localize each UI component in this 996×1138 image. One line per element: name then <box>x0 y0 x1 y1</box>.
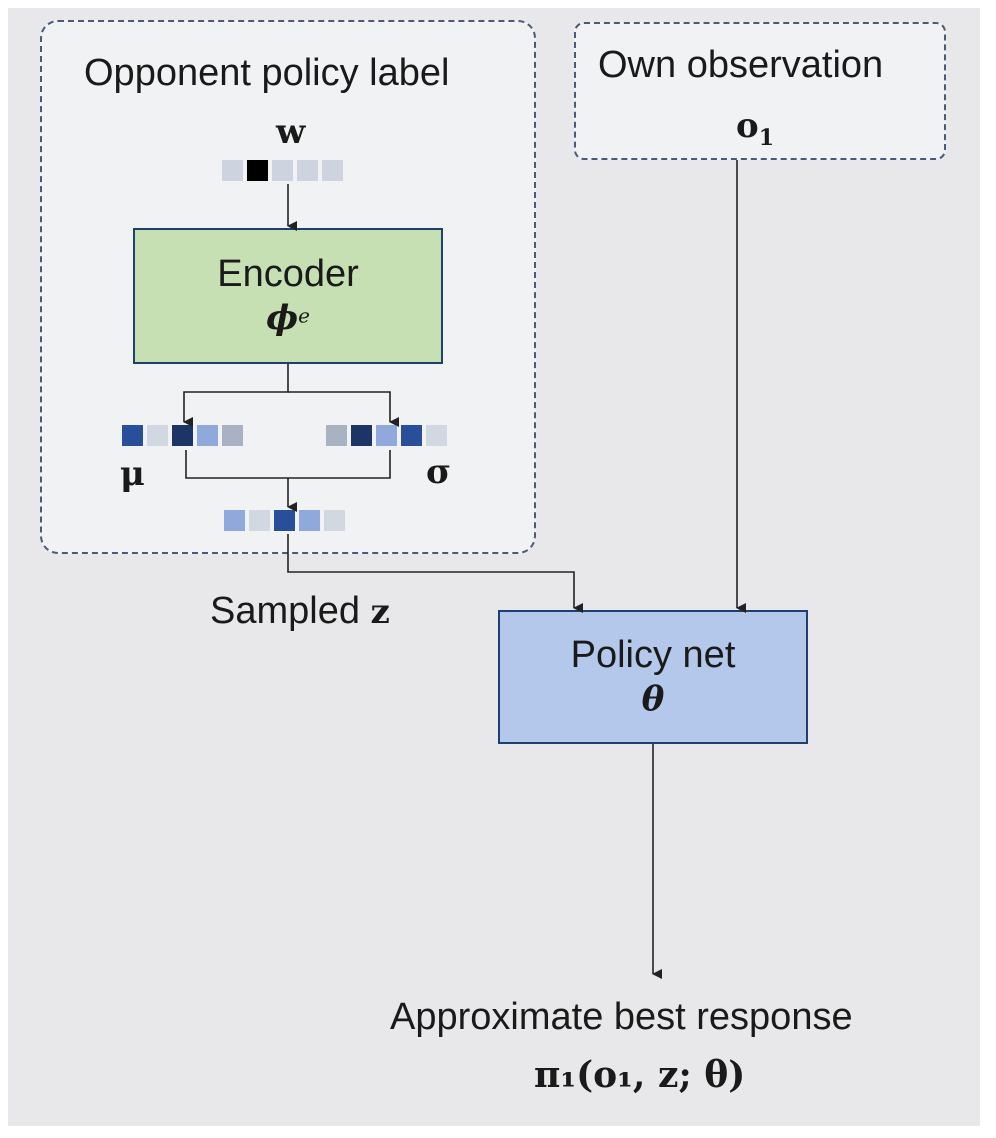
sigma-vector-cell <box>326 425 347 446</box>
own-observation-title: Own observation <box>598 44 884 86</box>
z-vector-cell <box>249 510 270 531</box>
sigma-vector-cell <box>351 425 372 446</box>
mu-vector <box>122 425 243 446</box>
diagram-canvas: Opponent policy label w Encoder ϕe μ σ O… <box>8 8 980 1126</box>
sampled-z-label: Sampled z <box>210 590 390 632</box>
mu-vector-cell <box>172 425 193 446</box>
opponent-policy-title: Opponent policy label <box>84 52 450 94</box>
sigma-vector-cell <box>401 425 422 446</box>
w-vector-cell <box>247 160 268 181</box>
sigma-symbol: σ <box>426 452 452 492</box>
z-vector-cell <box>299 510 320 531</box>
sigma-vector-cell <box>426 425 447 446</box>
own-observation-panel <box>574 22 946 160</box>
w-vector-cell <box>272 160 293 181</box>
encoder-title: Encoder <box>217 253 359 295</box>
output-formula: π₁(o₁, z; θ) <box>534 1054 746 1096</box>
z-vector-cell <box>274 510 295 531</box>
w-vector <box>222 160 343 181</box>
w-vector-cell <box>322 160 343 181</box>
output-title: Approximate best response <box>390 996 853 1038</box>
w-vector-cell <box>297 160 318 181</box>
mu-vector-cell <box>197 425 218 446</box>
arrow-mu-sigma-to-z <box>185 450 391 479</box>
arrow-z-to-policy <box>287 534 583 613</box>
o1-symbol: o1 <box>736 106 774 151</box>
arrow-encoder-to-sigma <box>288 391 399 427</box>
mu-symbol: μ <box>120 454 145 494</box>
mu-vector-cell <box>222 425 243 446</box>
policy-net-box: Policy net θ <box>498 610 808 744</box>
w-vector-cell <box>222 160 243 181</box>
policy-net-title: Policy net <box>570 634 736 676</box>
policy-net-symbol: θ <box>641 679 665 719</box>
arrow-encoder-to-mu <box>183 364 289 427</box>
sigma-vector-cell <box>376 425 397 446</box>
z-vector-cell <box>324 510 345 531</box>
w-symbol: w <box>276 112 306 152</box>
z-vector-cell <box>224 510 245 531</box>
encoder-symbol: ϕe <box>266 298 310 338</box>
mu-vector-cell <box>147 425 168 446</box>
sigma-vector <box>326 425 447 446</box>
connector-lines <box>183 160 746 979</box>
mu-vector-cell <box>122 425 143 446</box>
z-vector <box>224 510 345 531</box>
